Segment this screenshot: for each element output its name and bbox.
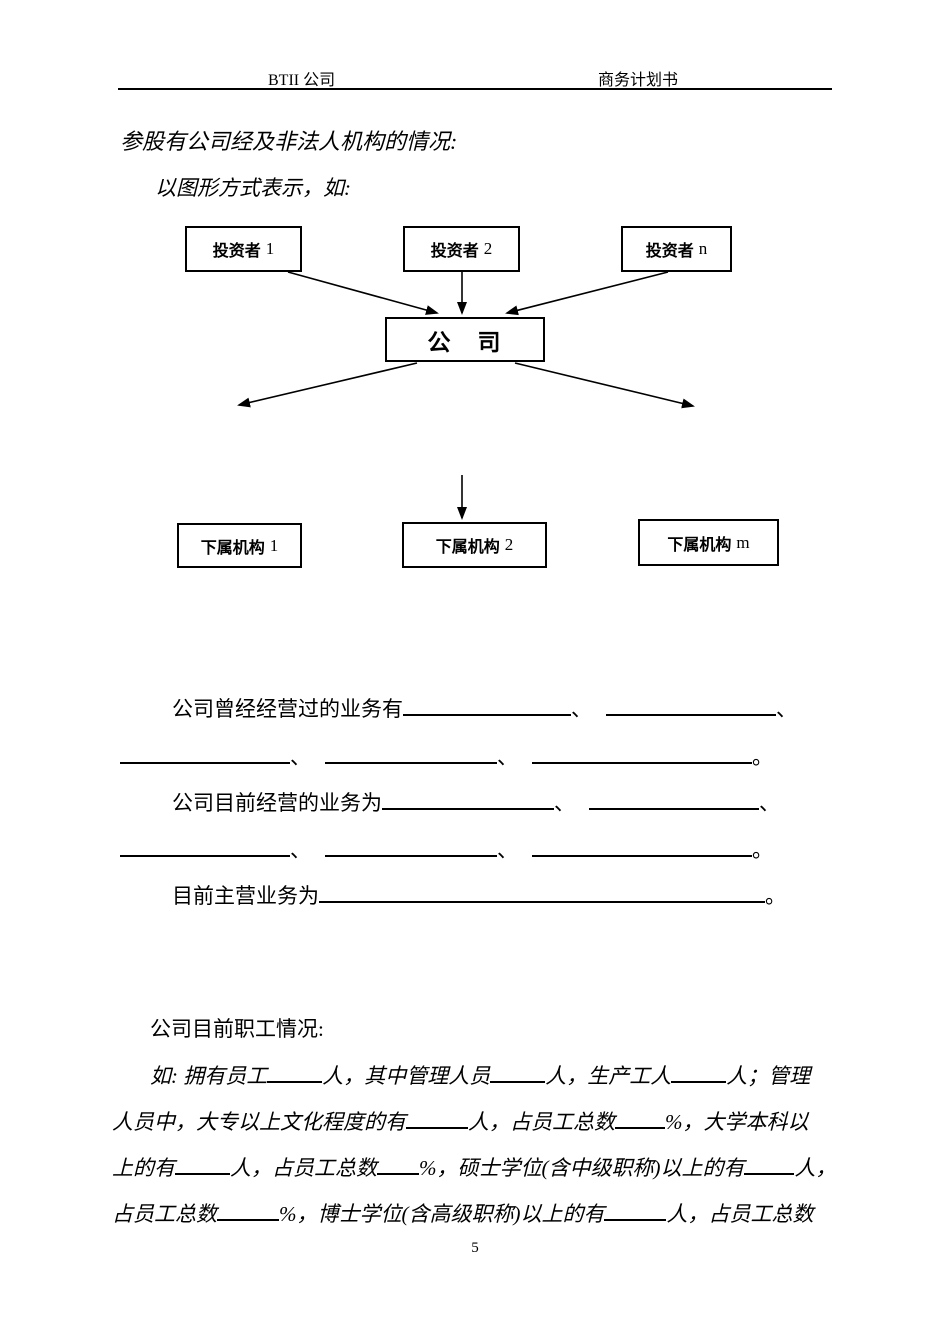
subsidiary-2-label: 下属机构 <box>435 539 500 556</box>
diagram-caption: 以图形方式表示，如: <box>155 176 351 200</box>
employees-text: 人，生产工人 <box>545 1064 672 1089</box>
employees-line-1: 如: 拥有员工 人，其中管理人员 人，生产工人 人；管理 <box>150 1059 810 1090</box>
arrow-investorn-to-company <box>505 271 669 316</box>
past-business-line: 公司曾经经营过的业务有 、 、 <box>172 692 797 723</box>
blank-field <box>604 1197 667 1222</box>
blank-field <box>267 1059 323 1084</box>
blank-field <box>606 692 776 717</box>
blank-field <box>615 1105 665 1130</box>
investor-2-label: 投资者 <box>430 243 479 260</box>
period-mark: 。 <box>752 838 773 863</box>
blank-field <box>377 1151 419 1176</box>
employees-text: 人，占员工总数 <box>230 1156 377 1181</box>
section-title: 参股有公司经及非法人机构的情况: <box>120 129 458 154</box>
main-business-line: 目前主营业务为 。 <box>172 879 786 910</box>
arrow-investor1-to-company <box>287 271 439 315</box>
blank-field <box>325 740 497 765</box>
investor-n-label: 投资者 <box>645 243 694 260</box>
employees-line-4: 占员工总数 %，博士学位(含高级职称)以上的有 人，占员工总数 <box>112 1197 813 1228</box>
current-business-line: 公司目前经营的业务为 、 、 <box>172 786 780 817</box>
blank-field <box>120 833 290 858</box>
diagram-arrows <box>237 271 695 520</box>
employees-text: 人，占员工总数 <box>666 1202 814 1227</box>
arrow-company-down-right <box>514 362 695 409</box>
period-mark: 。 <box>765 884 786 909</box>
arrow-company-down-left <box>237 362 418 408</box>
employees-text: 上的有 <box>112 1156 175 1181</box>
employees-text: %，大学本科以 <box>665 1110 809 1135</box>
blank-field <box>325 833 497 858</box>
employees-heading: 公司目前职工情况: <box>150 1017 324 1041</box>
enum-comma: 、 <box>290 745 311 770</box>
company-label: 公 司 <box>427 328 503 355</box>
blank-field <box>406 1105 468 1130</box>
subsidiary-1-suffix: 1 <box>269 535 279 555</box>
header-right-text: 商务计划书 <box>598 72 679 89</box>
blank-field <box>120 740 290 765</box>
employees-text: 人， <box>794 1156 837 1181</box>
page-number: 5 <box>471 1240 479 1256</box>
period-mark: 。 <box>752 745 773 770</box>
enum-comma: 、 <box>497 838 518 863</box>
employees-text: 人员中，大专以上文化程度的有 <box>112 1110 406 1135</box>
investor-1-label: 投资者 <box>212 243 261 260</box>
main-business-label: 目前主营业务为 <box>172 884 319 909</box>
blank-field <box>744 1151 795 1176</box>
employees-text: 如: 拥有员工 <box>150 1064 268 1089</box>
subsidiary-1-label: 下属机构 <box>200 539 265 557</box>
blank-field <box>490 1059 546 1084</box>
enum-comma: 、 <box>776 697 797 722</box>
subsidiary-2-suffix: 2 <box>504 535 514 554</box>
blank-field <box>217 1197 279 1222</box>
blank-field <box>403 692 571 717</box>
company-box: 公 司 <box>385 317 545 362</box>
blank-field <box>532 740 752 765</box>
past-business-line-2: 、 、 。 <box>120 740 773 771</box>
investor-n-suffix: n <box>698 239 708 258</box>
employees-text: %，硕士学位(含中级职称)以上的有 <box>419 1156 745 1181</box>
blank-field <box>671 1059 727 1084</box>
header-rule <box>118 88 832 90</box>
employees-line-3: 上的有 人，占员工总数 %，硕士学位(含中级职称)以上的有 人， <box>112 1151 836 1182</box>
employees-text: 人，其中管理人员 <box>322 1064 491 1089</box>
blank-field <box>175 1151 230 1176</box>
employees-text: 占员工总数 <box>112 1202 217 1227</box>
past-business-label: 公司曾经经营过的业务有 <box>172 697 403 722</box>
employees-line-2: 人员中，大专以上文化程度的有 人，占员工总数 %，大学本科以 <box>112 1105 809 1136</box>
subsidiary-m-suffix: m <box>736 532 750 552</box>
employees-text: 人，占员工总数 <box>468 1110 615 1135</box>
header-left-text: BTII 公司 <box>268 72 336 89</box>
investor-2-suffix: 2 <box>483 239 493 258</box>
blank-field <box>589 786 759 811</box>
employees-text: %，博士学位(含高级职称)以上的有 <box>279 1202 605 1227</box>
current-business-line-2: 、 、 。 <box>120 833 773 864</box>
blank-field <box>382 786 554 811</box>
blank-field <box>319 879 765 904</box>
enum-comma: 、 <box>554 791 575 816</box>
enum-comma: 、 <box>571 697 592 722</box>
enum-comma: 、 <box>759 791 780 816</box>
subsidiary-m-label: 下属机构 <box>667 536 732 554</box>
current-business-label: 公司目前经营的业务为 <box>172 791 382 816</box>
enum-comma: 、 <box>290 838 311 863</box>
enum-comma: 、 <box>497 745 518 770</box>
investor-1-suffix: 1 <box>265 239 275 258</box>
blank-field <box>532 833 752 858</box>
employees-text: 人；管理 <box>726 1064 811 1089</box>
